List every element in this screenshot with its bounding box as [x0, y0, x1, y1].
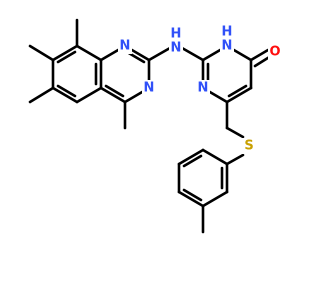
bond	[75, 44, 103, 62]
atom-labels: N N H N N H N O S	[118, 25, 282, 154]
bond	[99, 86, 127, 104]
bond	[201, 148, 229, 166]
bond	[56, 50, 77, 64]
bond	[147, 46, 172, 62]
bond	[182, 188, 203, 202]
bond	[51, 44, 79, 62]
nitrogen-atom-label: N	[171, 41, 182, 56]
bond	[225, 86, 253, 104]
label-bg	[118, 38, 132, 54]
bond	[225, 126, 245, 139]
label-bg	[268, 44, 282, 60]
bond	[180, 46, 205, 62]
nitrogen-atom-label: N	[222, 39, 233, 54]
bond	[51, 86, 79, 104]
label-bg	[142, 80, 156, 96]
bond	[28, 86, 55, 104]
label-bg	[196, 80, 210, 96]
bond	[28, 44, 55, 62]
bond	[225, 153, 245, 166]
hydrogen-atom-label: H	[222, 25, 233, 40]
bond	[177, 190, 205, 208]
oxygen-atom-label: O	[269, 45, 280, 60]
label-bg	[169, 28, 183, 54]
bond	[182, 154, 203, 168]
bond	[227, 84, 248, 98]
bond	[201, 190, 229, 208]
bond	[75, 86, 103, 104]
sulfur-atom-label: S	[244, 139, 253, 154]
bond	[249, 48, 270, 62]
molecule-structure-diagram: N N H N N H N O S	[28, 18, 282, 234]
bond-lines	[28, 18, 273, 234]
nitrogen-atom-label: N	[144, 81, 155, 96]
label-bg	[242, 138, 256, 154]
bond	[104, 84, 125, 98]
nitrogen-atom-label: N	[120, 39, 131, 54]
bond	[56, 84, 77, 98]
hydrogen-atom-label: H	[171, 27, 182, 42]
label-bg	[220, 26, 234, 54]
nitrogen-atom-label: N	[198, 81, 209, 96]
bond	[177, 148, 205, 166]
